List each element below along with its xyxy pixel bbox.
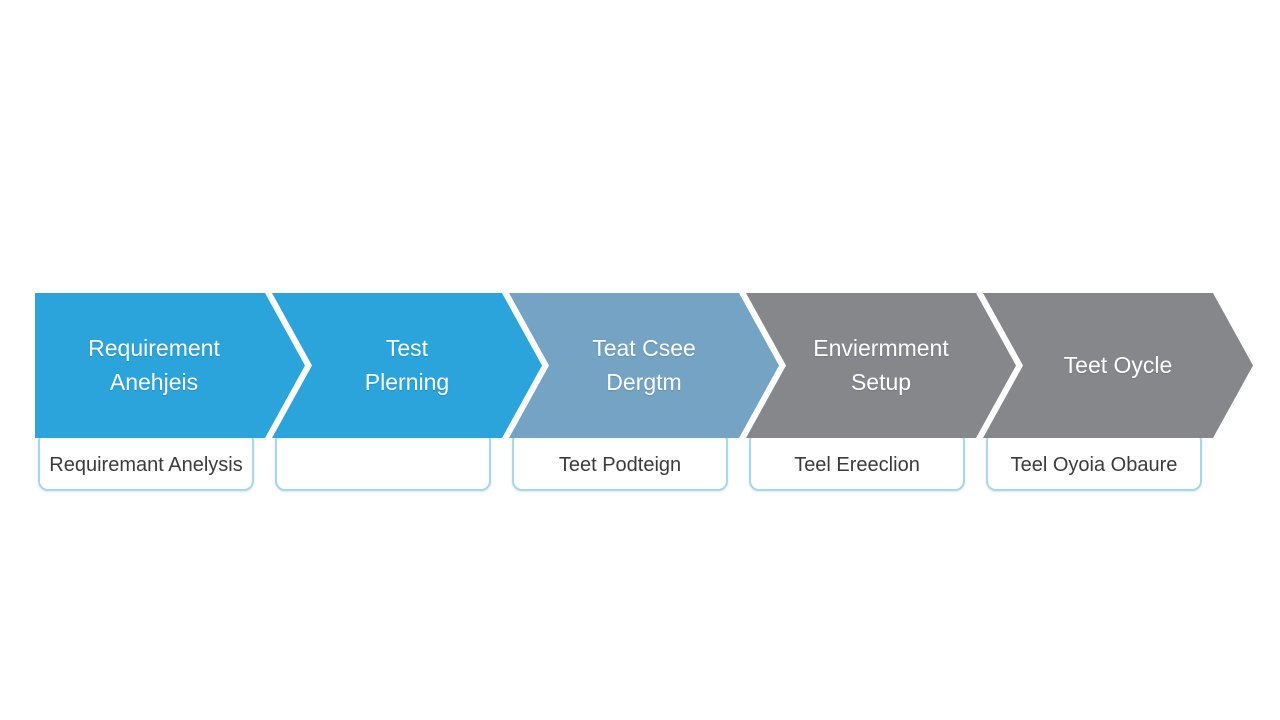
- caption-box-1: Requiremant Anelysis: [38, 431, 254, 491]
- chevron-arrow-5: Teet Oycle: [983, 293, 1253, 438]
- caption-box-5: Teel Oyoia Obaure: [986, 431, 1202, 491]
- caption-box-3: Teet Podteign: [512, 431, 728, 491]
- caption-label-3: Teet Podteign: [558, 453, 682, 476]
- process-step-2: Test Plerning: [272, 293, 542, 493]
- chevron-arrow-4: Enviermment Setup: [746, 293, 1016, 438]
- caption-label-4: Teel Ereeclion: [794, 453, 920, 476]
- process-step-5: Teet Oycle Teel Oyoia Obaure: [983, 293, 1253, 493]
- caption-box-2: [275, 431, 491, 491]
- step-label-5: Teet Oycle: [1063, 351, 1173, 378]
- chevron-arrow-1: Requirement Anehjeis: [35, 293, 305, 438]
- caption-label-1: Requiremant Anelysis: [49, 453, 243, 476]
- step-label-2: Test Plerning: [364, 335, 450, 395]
- caption-box-4: Teel Ereeclion: [749, 431, 965, 491]
- process-step-4: Enviermment Setup Teel Ereeclion: [746, 293, 1016, 493]
- step-label-4: Enviermment Setup: [813, 335, 949, 395]
- caption-label-5: Teel Oyoia Obaure: [1010, 453, 1178, 476]
- process-step-3: Teat Csee Dergtm Teet Podteign: [509, 293, 779, 493]
- process-step-1: Requirement Anehjeis Requiremant Anelysi…: [35, 293, 305, 493]
- chevron-arrow-2: Test Plerning: [272, 293, 542, 438]
- chevron-arrow-3: Teat Csee Dergtm: [509, 293, 779, 438]
- step-label-3: Teat Csee Dergtm: [592, 335, 696, 395]
- step-label-1: Requirement Anehjeis: [88, 335, 220, 395]
